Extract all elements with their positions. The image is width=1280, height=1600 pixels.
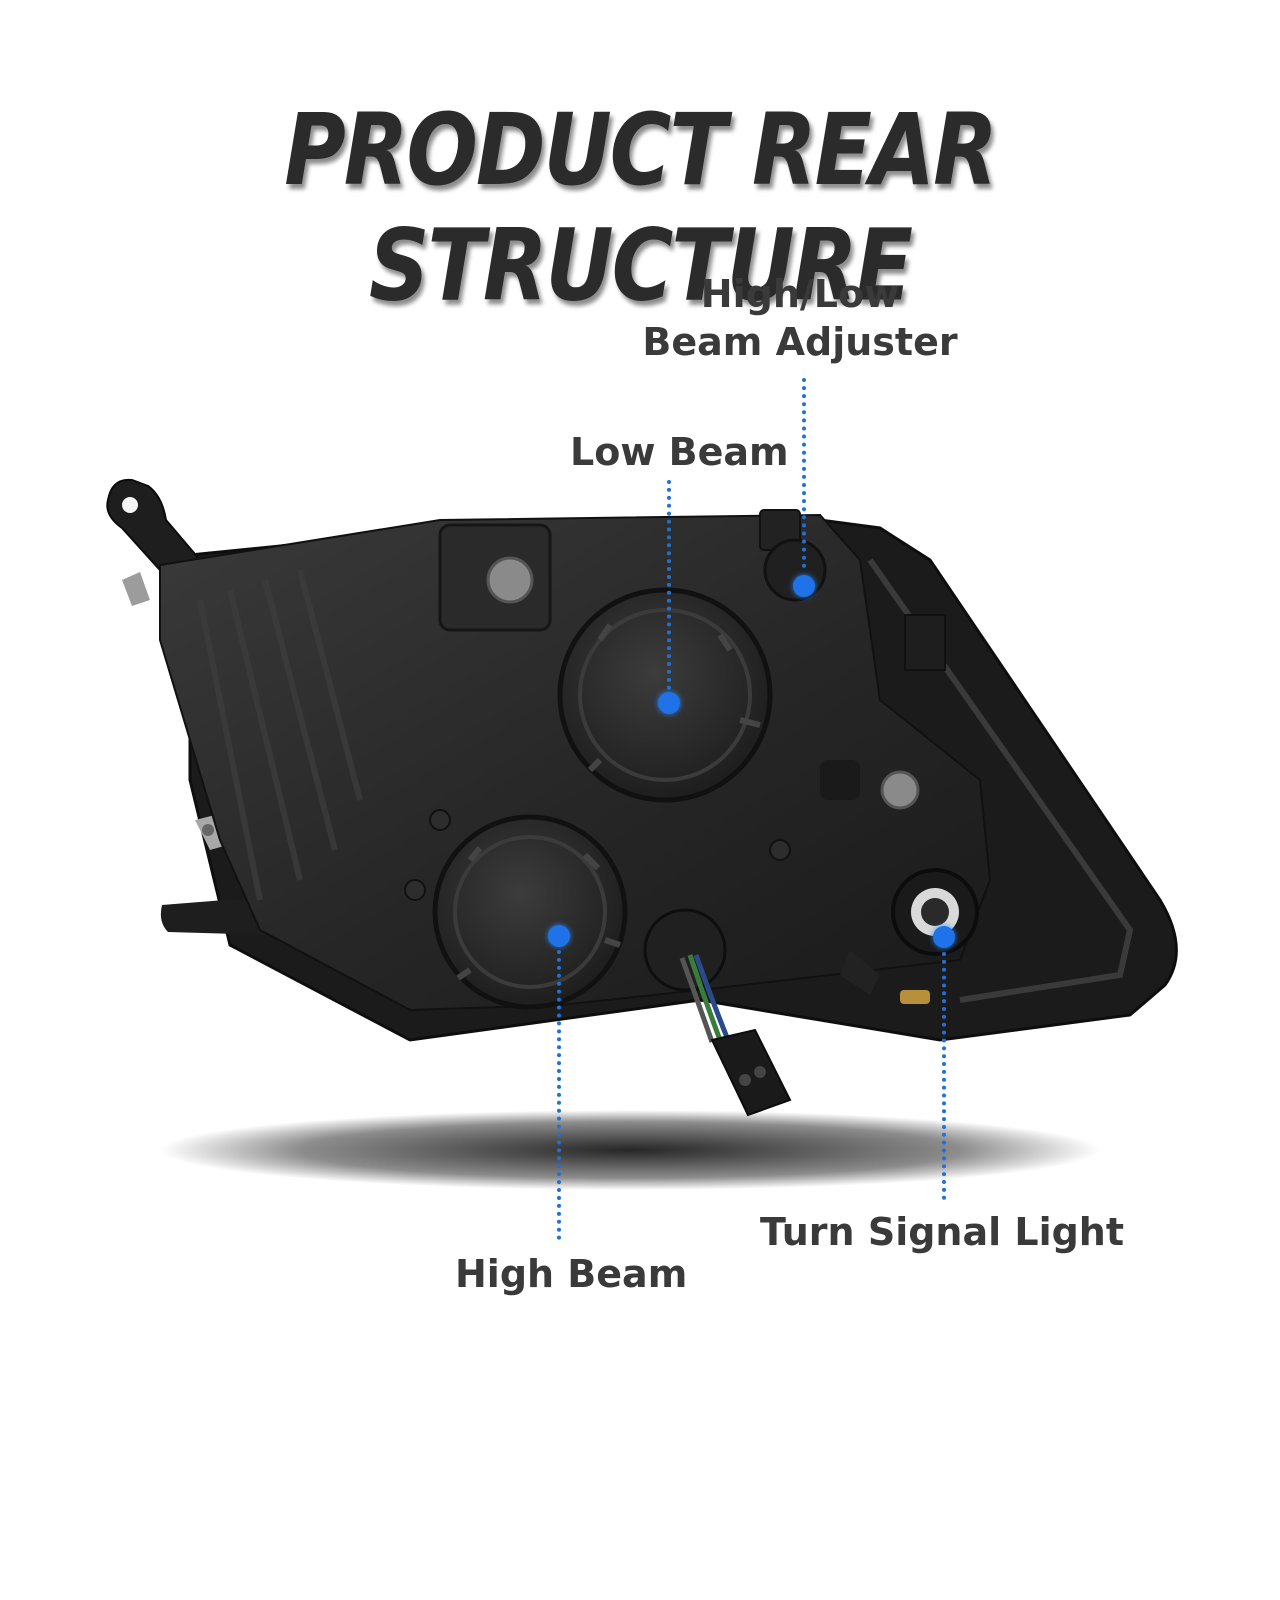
adjuster-label-line1: High/Low xyxy=(700,272,900,316)
ground-shadow xyxy=(160,1110,1100,1190)
high-beam-label: High Beam xyxy=(455,1252,688,1296)
vent-plug-right xyxy=(880,770,920,810)
adjuster-leader xyxy=(802,378,806,568)
wire-harness xyxy=(643,908,792,1117)
housing-body xyxy=(159,513,992,1012)
low-beam-label: Low Beam xyxy=(570,430,789,474)
turn-signal-socket xyxy=(891,868,979,956)
adjuster-marker-dot xyxy=(793,575,815,597)
adjuster-label-line2: Beam Adjuster xyxy=(642,320,958,364)
low-beam-leader xyxy=(667,480,671,690)
turn-signal-label: Turn Signal Light xyxy=(760,1210,1125,1254)
page-title: PRODUCT REAR STRUCTURE xyxy=(284,92,998,324)
vent-plug-upper xyxy=(486,556,534,604)
high-beam-leader xyxy=(557,950,561,1240)
low-beam-marker-dot xyxy=(658,692,680,714)
ribs xyxy=(197,569,363,901)
high-beam-cap xyxy=(432,814,628,1010)
adjuster-label: High/Low Beam Adjuster xyxy=(640,270,960,366)
turn-signal-leader xyxy=(942,952,946,1200)
high-beam-marker-dot xyxy=(548,925,570,947)
turn-signal-marker-dot xyxy=(933,926,955,948)
